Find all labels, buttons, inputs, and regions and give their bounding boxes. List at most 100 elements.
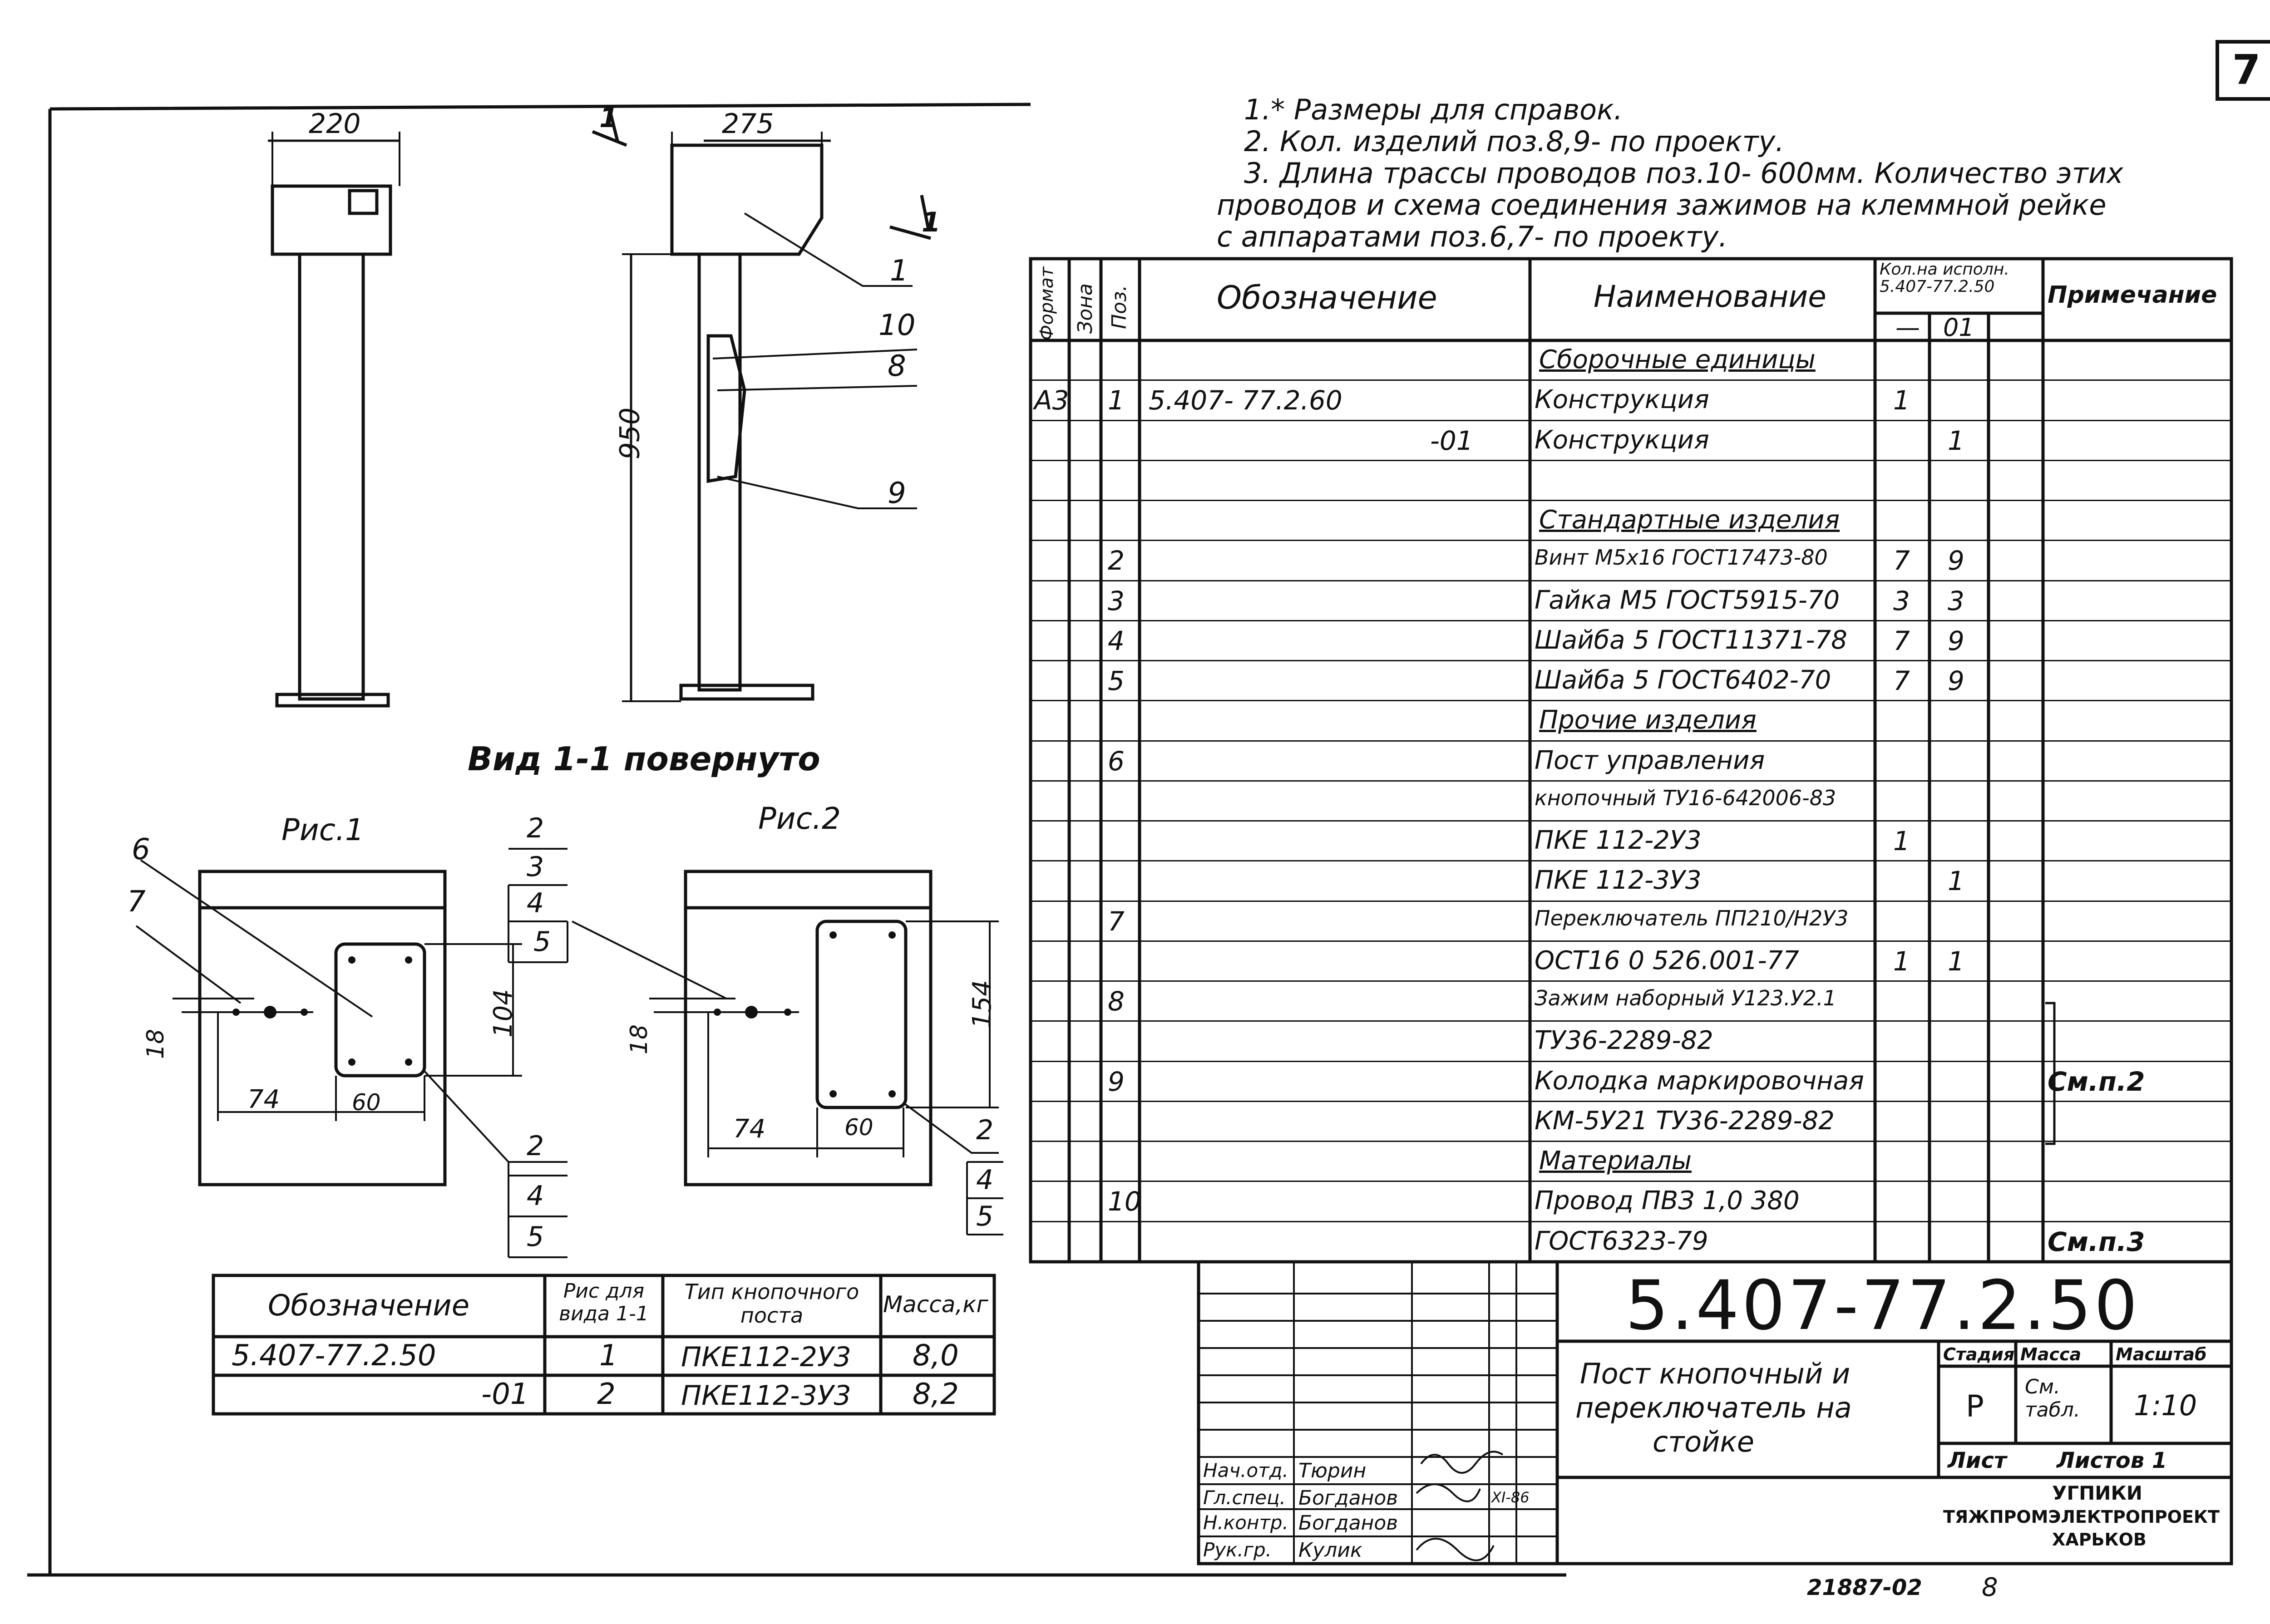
spec-cell-a: 1: [1893, 826, 1910, 857]
sign-role-4: Рук.гр.: [1203, 1539, 1272, 1561]
sign-role-1: Нач.отд.: [1203, 1459, 1289, 1481]
spec-cell-a: 7: [1893, 625, 1910, 656]
variants-row1-mass: 8,0: [913, 1339, 959, 1373]
spec-row-rule: [1031, 379, 2231, 381]
spec-cell-name: ГОСТ6323-79: [1535, 1226, 1708, 1256]
spec-cell-pos: 10: [1108, 1186, 1141, 1217]
fig2-stack-4: 4: [976, 1164, 994, 1196]
spec-cell-b: 9: [1948, 625, 1964, 656]
variants-row1-designation: 5.407-77.2.50: [232, 1339, 436, 1373]
spec-cell-des: 5.407- 77.2.60: [1149, 385, 1342, 416]
stage-label: Стадия: [1943, 1344, 2015, 1364]
fig2-dim154: 154: [967, 980, 997, 1029]
doc-title-line3: стойке: [1653, 1425, 1755, 1458]
spec-cell-a: 1: [1893, 945, 1910, 977]
variants-row1-type: ПКЕ112-2У3: [681, 1341, 851, 1373]
variants-header-fig: Рис для вида 1-1: [559, 1280, 649, 1325]
spec-row-rule: [1031, 1141, 2231, 1142]
spec-cell-name: Конструкция: [1535, 425, 1709, 455]
variants-header-designation: Обозначение: [268, 1289, 470, 1323]
spec-row-rule: [1031, 700, 2231, 702]
sign-role-2: Гл.спец.: [1203, 1486, 1286, 1509]
spec-cell-a: 3: [1893, 585, 1910, 616]
spec-cell-pos: 6: [1108, 745, 1125, 777]
spec-header-qty-a: —: [1895, 313, 1920, 342]
fig1-stack-top-3: 3: [527, 851, 544, 883]
sign-name-2: Богданов: [1298, 1486, 1398, 1510]
spec-header-pos: Поз.: [1108, 285, 1131, 329]
spec-row-rule: [1031, 500, 2231, 502]
org-line2: ТЯЖПРОМЭЛЕКТРОПРОЕКТ: [1943, 1507, 2220, 1527]
spec-row-rule: [1031, 1261, 2231, 1262]
spec-row-rule: [1031, 980, 2231, 982]
stage-value: Р: [1966, 1389, 1984, 1424]
spec-cell-b: 1: [1948, 425, 1964, 456]
callout-10: 10: [878, 309, 916, 342]
doc-title-line1: Пост кнопочный и: [1580, 1357, 1851, 1390]
spec-cell-name: кнопочный ТУ16-642006-83: [1535, 785, 1836, 810]
sign-name-1: Тюрин: [1298, 1459, 1367, 1482]
spec-cell-name: КМ-5У21 ТУ36-2289-82: [1535, 1106, 1835, 1136]
spec-cell-name: Зажим наборный У123.У2.1: [1535, 986, 1836, 1011]
spec-cell-name: Провод ПВЗ 1,0 380: [1535, 1186, 1800, 1216]
spec-cell-name: Конструкция: [1535, 385, 1709, 415]
callout-8: 8: [888, 349, 906, 383]
fig1-stack-bottom-5: 5: [527, 1221, 544, 1253]
spec-cell-pos: 2: [1108, 545, 1125, 576]
scale-value: 1:10: [2134, 1389, 2197, 1422]
sign-name-3: Богданов: [1298, 1511, 1398, 1535]
spec-row-rule: [1031, 900, 2231, 902]
spec-row-rule: [1031, 580, 2231, 581]
fig2-title: Рис.2: [758, 801, 841, 836]
spec-row-rule: [1031, 1220, 2231, 1222]
mass-label: Масса: [2020, 1344, 2082, 1364]
spec-cell-b: 1: [1948, 945, 1964, 977]
scale-label: Масштаб: [2116, 1344, 2207, 1364]
fig1-title: Рис.1: [281, 812, 364, 847]
fig1-stack-bottom-4: 4: [527, 1180, 544, 1212]
fig1-stack-top-4: 4: [527, 887, 544, 919]
spec-cell-name: ПКЕ 112-3У3: [1535, 866, 1702, 896]
spec-cell-name: Сборочные единицы: [1539, 345, 1816, 374]
section-mark-left: 1: [599, 102, 618, 134]
fig1-dim74: 74: [247, 1085, 280, 1114]
spec-row-rule: [1031, 620, 2231, 621]
spec-row-rule: [1031, 820, 2231, 822]
sheet-label: Лист: [1948, 1448, 2007, 1473]
spec-cell-pos: 1: [1108, 385, 1125, 416]
spec-cell-note: См.п.3: [2048, 1226, 2145, 1257]
spec-cell-b: 9: [1948, 665, 1964, 697]
callout-1: 1: [890, 254, 908, 288]
spec-row-rule: [1031, 660, 2231, 662]
spec-cell-name: Колодка маркировочная: [1535, 1066, 1864, 1096]
mass-value: См. табл.: [2025, 1375, 2080, 1422]
spec-header-note: Примечание: [2048, 281, 2217, 309]
spec-cell-name: Винт М5х16 ГОСТ17473-80: [1535, 545, 1828, 570]
spec-cell-pos: 7: [1108, 906, 1125, 937]
spec-cell-note: См.п.2: [2048, 1066, 2145, 1097]
view-title: Вид 1-1 повернуто: [468, 740, 820, 778]
spec-cell-name: Материалы: [1539, 1146, 1692, 1176]
spec-header-zone: Зона: [1074, 283, 1097, 334]
spec-cell-a: 7: [1893, 665, 1910, 697]
spec-row-rule: [1031, 740, 2231, 742]
doc-title-line2: переключатель на: [1575, 1391, 1852, 1424]
spec-row-rule: [1031, 860, 2231, 862]
note-1: 1.* Размеры для справок.: [1244, 93, 1623, 126]
spec-header-designation: Обозначение: [1217, 279, 1437, 316]
spec-cell-b: 9: [1948, 545, 1964, 576]
spec-cell-pos: 4: [1108, 625, 1125, 656]
spec-row-rule: [1031, 780, 2231, 782]
spec-cell-b: 3: [1948, 585, 1964, 616]
spec-row-rule: [1031, 940, 2231, 942]
spec-header-qty: Кол.на исполн. 5.407-77.2.50: [1880, 260, 2009, 296]
spec-cell-pos: 3: [1108, 585, 1125, 616]
sheet-number: 7: [2216, 40, 2270, 101]
variants-header-mass: Масса,кг: [883, 1291, 988, 1318]
sign-role-3: Н.контр.: [1203, 1511, 1288, 1534]
variants-row2-fig: 2: [597, 1378, 616, 1411]
spec-row-rule: [1031, 459, 2231, 461]
org-line1: УГПИКИ: [2052, 1482, 2142, 1504]
fig2-stack-5: 5: [976, 1201, 994, 1232]
